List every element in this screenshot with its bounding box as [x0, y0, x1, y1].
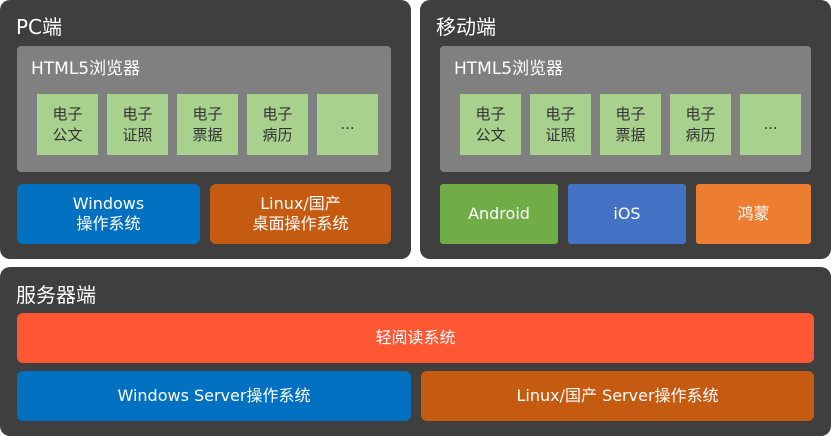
- mobile-tiles: 电子 公文 电子 证照 电子 票据 电子 病历 ...: [460, 94, 801, 155]
- pc-tile-official-doc: 电子 公文: [37, 94, 98, 155]
- pc-tiles: 电子 公文 电子 证照 电子 票据 电子 病历 ...: [37, 94, 378, 155]
- mobile-title: 移动端: [436, 15, 496, 39]
- pc-panel: PC端 HTML5浏览器 电子 公文 电子 证照 电子 票据 电子 病历 ...…: [0, 0, 411, 259]
- mobile-android-os: Android: [440, 184, 558, 244]
- pc-tile-license: 电子 证照: [107, 94, 168, 155]
- mobile-tile-license: 电子 证照: [530, 94, 591, 155]
- server-title: 服务器端: [16, 283, 96, 307]
- pc-windows-os: Windows 操作系统: [17, 184, 200, 244]
- mobile-browser-title: HTML5浏览器: [454, 59, 564, 79]
- pc-linux-os: Linux/国产 桌面操作系统: [210, 184, 391, 244]
- server-linux-os: Linux/国产 Server操作系统: [421, 371, 814, 421]
- pc-tile-medical-record: 电子 病历: [247, 94, 308, 155]
- mobile-tile-official-doc: 电子 公文: [460, 94, 521, 155]
- mobile-ios-os: iOS: [568, 184, 686, 244]
- pc-title: PC端: [16, 15, 63, 39]
- mobile-tile-medical-record: 电子 病历: [670, 94, 731, 155]
- mobile-tile-invoice: 电子 票据: [600, 94, 661, 155]
- pc-tile-more: ...: [317, 94, 378, 155]
- server-panel: 服务器端 轻阅读系统 Windows Server操作系统 Linux/国产 S…: [0, 267, 831, 436]
- mobile-harmony-os: 鸿蒙: [696, 184, 811, 244]
- server-windows-os: Windows Server操作系统: [17, 371, 411, 421]
- pc-browser: HTML5浏览器 电子 公文 电子 证照 电子 票据 电子 病历 ...: [17, 46, 391, 172]
- pc-browser-title: HTML5浏览器: [31, 59, 141, 79]
- server-app-light-reader: 轻阅读系统: [17, 313, 814, 363]
- pc-tile-invoice: 电子 票据: [177, 94, 238, 155]
- mobile-tile-more: ...: [740, 94, 801, 155]
- mobile-panel: 移动端 HTML5浏览器 电子 公文 电子 证照 电子 票据 电子 病历 ...…: [420, 0, 831, 259]
- mobile-browser: HTML5浏览器 电子 公文 电子 证照 电子 票据 电子 病历 ...: [440, 46, 811, 172]
